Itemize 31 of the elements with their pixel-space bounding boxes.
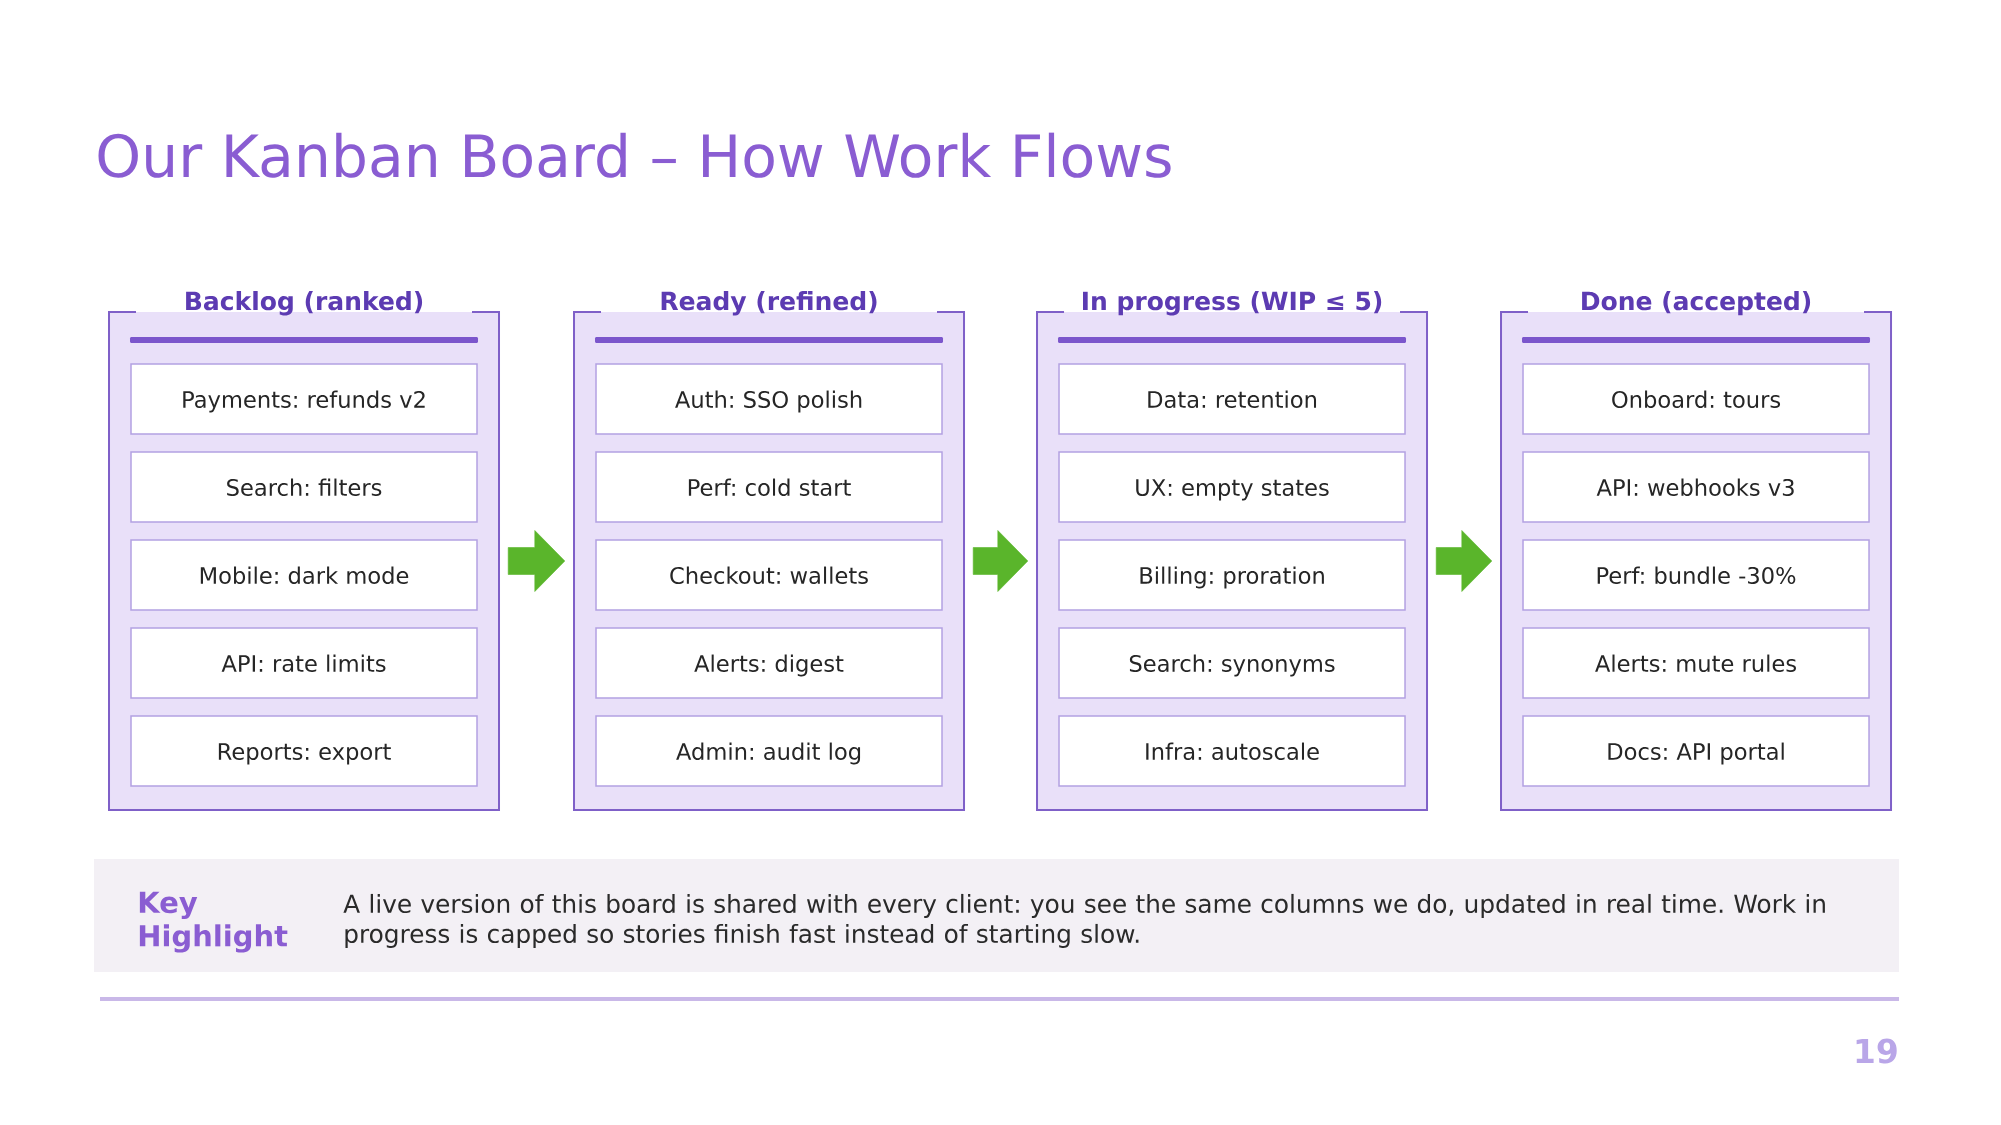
- column-heading: Backlog (ranked): [186, 291, 423, 316]
- task-card: Onboard: tours: [1522, 363, 1870, 435]
- task-card: Docs: API portal: [1522, 715, 1870, 787]
- slide-title: Our Kanban Board – How Work Flows: [98, 132, 1171, 178]
- task-card: Search: filters: [130, 451, 478, 523]
- task-card: UX: empty states: [1058, 451, 1406, 523]
- task-card: Mobile: dark mode: [130, 539, 478, 611]
- task-card: Perf: bundle -30%: [1522, 539, 1870, 611]
- flow-arrow: [507, 530, 566, 592]
- task-card: Infra: autoscale: [1058, 715, 1406, 787]
- flow-arrow: [972, 530, 1029, 592]
- task-card: Admin: audit log: [595, 715, 943, 787]
- column-heading: In progress (WIP ≤ 5): [1083, 291, 1382, 316]
- column-heading: Ready (refined): [661, 291, 877, 316]
- page-number: 19: [1856, 1038, 1897, 1064]
- task-card: Perf: cold start: [595, 451, 943, 523]
- task-card: Alerts: mute rules: [1522, 627, 1870, 699]
- highlight-text: A live version of this board is shared with every client: you see the same columns we do, updated in real time. Work in progress is capped so stories finish fast instead of starting slow.: [343, 893, 1825, 948]
- task-card: Reports: export: [130, 715, 478, 787]
- task-card: Billing: proration: [1058, 539, 1406, 611]
- task-card: Data: retention: [1058, 363, 1406, 435]
- task-card: Alerts: digest: [595, 627, 943, 699]
- task-card: Checkout: wallets: [595, 539, 943, 611]
- task-card: API: rate limits: [130, 627, 478, 699]
- task-card: API: webhooks v3: [1522, 451, 1870, 523]
- task-card: Auth: SSO polish: [595, 363, 943, 435]
- highlight-heading: Key Highlight: [139, 891, 288, 953]
- flow-arrow: [1435, 530, 1493, 592]
- task-card: Search: synonyms: [1058, 627, 1406, 699]
- task-card: Payments: refunds v2: [130, 363, 478, 435]
- column-heading: Done (accepted): [1582, 291, 1811, 316]
